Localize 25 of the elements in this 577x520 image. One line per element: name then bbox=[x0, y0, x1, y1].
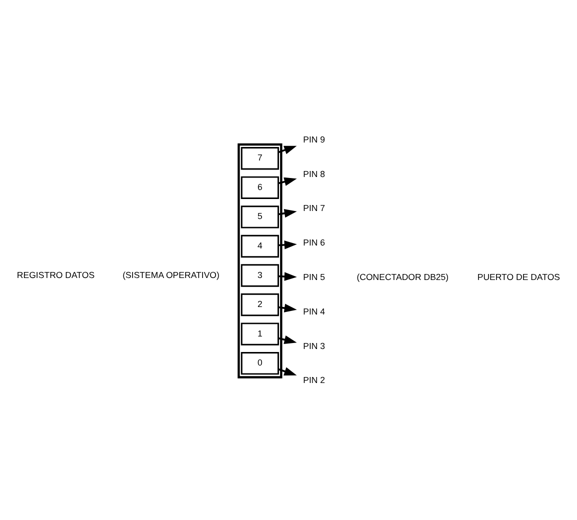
node-box: 6 bbox=[240, 176, 279, 199]
node-text: PIN 7 bbox=[303, 202, 326, 213]
node-box: 1 bbox=[240, 322, 279, 345]
node-text: PIN 4 bbox=[303, 306, 326, 316]
arrow bbox=[278, 208, 297, 218]
node-text: PIN 3 bbox=[303, 340, 326, 350]
node-box: 5 bbox=[240, 205, 279, 228]
arrow bbox=[278, 240, 297, 249]
label: REGISTRO DATOS bbox=[16, 269, 95, 280]
cluster bbox=[238, 142, 282, 378]
arrow bbox=[278, 366, 297, 376]
node-text: PIN 8 bbox=[303, 168, 326, 178]
label: PUERTO DE DATOS bbox=[477, 271, 560, 282]
node-box: 4 bbox=[240, 234, 279, 258]
node-text: PIN 9 bbox=[303, 134, 326, 144]
label: (CONECTADOR DB25) bbox=[356, 271, 449, 282]
node-text: PIN 2 bbox=[303, 374, 326, 385]
label: (SISTEMA OPERATIVO) bbox=[122, 269, 220, 280]
node-box: 2 bbox=[240, 292, 279, 316]
node-text: PIN 5 bbox=[303, 271, 326, 282]
node-box: 0 bbox=[240, 351, 279, 374]
node-text: PIN 6 bbox=[303, 237, 326, 248]
node-box: 7 bbox=[240, 146, 279, 170]
arrow bbox=[278, 303, 297, 312]
node-box: 3 bbox=[240, 264, 279, 286]
